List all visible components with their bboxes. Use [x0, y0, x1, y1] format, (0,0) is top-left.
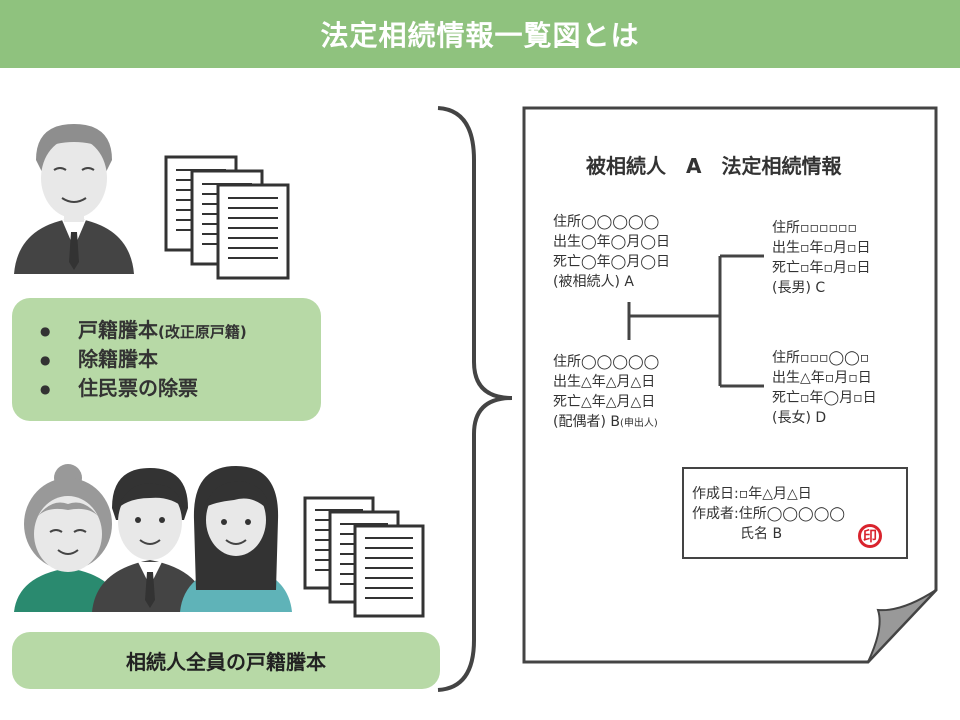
spouse-info: 住所◯◯◯◯◯ 出生△年△月△日 死亡△年△月△日 (配偶者) B(申出人) [553, 354, 660, 430]
heirs-documents-box: 相続人全員の戸籍謄本 [12, 632, 440, 689]
page-curl [867, 589, 937, 663]
creation-date: 作成日:▫年△月△日 [692, 486, 812, 502]
elderly-man-icon [14, 124, 134, 274]
decedent-info: 住所◯◯◯◯◯ 出生◯年◯月◯日 死亡◯年◯月◯日 (被相続人) A [553, 214, 671, 290]
curly-brace [437, 106, 513, 692]
page-header: 法定相続情報一覧図とは [0, 0, 960, 68]
family-tree-lines [627, 254, 764, 388]
list-item: ●住民票の除票 [40, 376, 198, 400]
page-title: 法定相続情報一覧図とは [320, 19, 640, 52]
required-documents-list: ●戸籍謄本(改正原戸籍) ●除籍謄本 ●住民票の除票 [40, 316, 247, 403]
daughter-icon [180, 466, 292, 612]
creation-author: 作成者:住所◯◯◯◯◯ [692, 506, 846, 522]
document-stack-icon [164, 155, 290, 280]
seal-stamp: 印 [858, 524, 882, 548]
required-documents-box [12, 298, 321, 421]
son-info: 住所▫▫▫▫▫▫ 出生▫年▫月▫日 死亡▫年▫月▫日 (長男) C [772, 220, 871, 296]
son-icon [92, 468, 208, 612]
sheet-title: 被相続人 A 法定相続情報 [586, 154, 842, 178]
creation-name: 氏名 B [740, 526, 783, 542]
list-item: ●除籍謄本 [40, 347, 158, 371]
list-item: ●戸籍謄本(改正原戸籍) [40, 318, 247, 342]
heirs-caption: 相続人全員の戸籍謄本 [126, 650, 326, 674]
grandmother-icon [14, 464, 122, 612]
daughter-info: 住所▫▫▫◯◯▫ 出生△年▫月▫日 死亡▫年◯月▫日 (長女) D [772, 350, 877, 426]
document-stack-icon-heirs [303, 496, 425, 618]
